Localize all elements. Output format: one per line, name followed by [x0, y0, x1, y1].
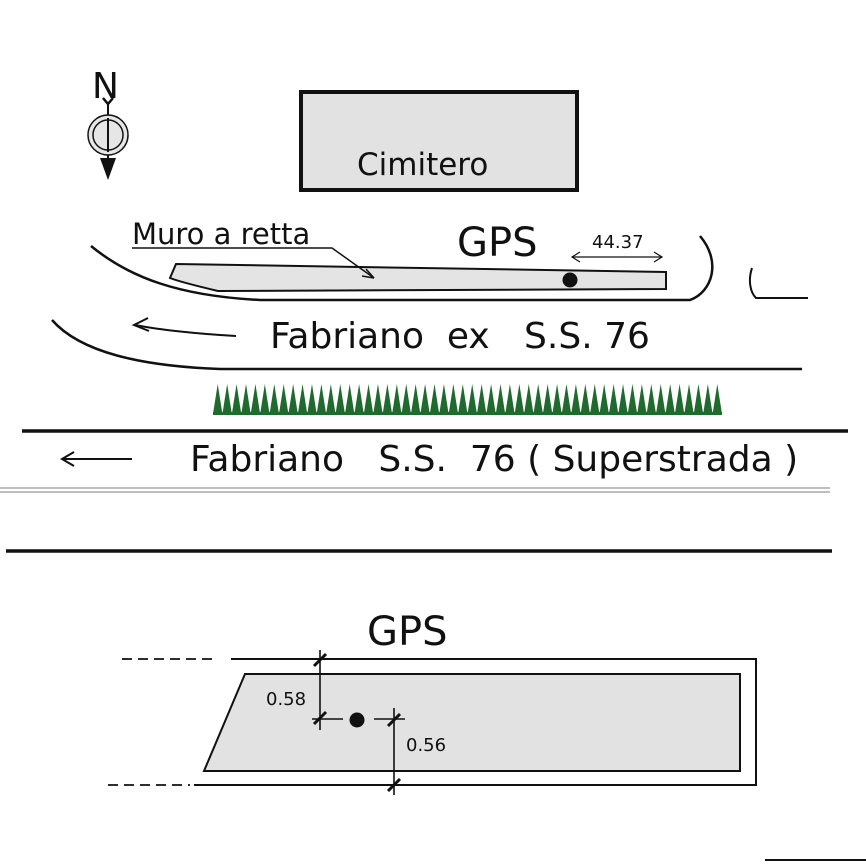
distance-label: 44.37	[592, 232, 644, 253]
hedge-spike	[656, 384, 666, 414]
hedge-spike	[410, 384, 421, 414]
hedge-spike	[288, 384, 298, 414]
retaining-wall	[168, 262, 667, 293]
hedge-spike	[533, 384, 543, 414]
hedge-spike	[599, 384, 609, 414]
hedge-spike	[231, 384, 242, 414]
hedge-spike	[580, 384, 591, 414]
hedge-spike	[222, 384, 232, 414]
distance-dimension: 44.37	[570, 232, 664, 263]
offset-top-label: 0.58	[266, 689, 306, 710]
hedge-spike	[674, 384, 685, 414]
hedge-spike	[448, 384, 459, 414]
hedge-spike	[344, 384, 355, 414]
hedge-spike	[646, 384, 657, 414]
hedge-spike	[213, 384, 223, 414]
hedge-spike	[476, 384, 487, 414]
old-road-label: Fabriano ex S.S. 76	[270, 316, 650, 357]
hedge-spike	[552, 384, 562, 414]
hedge-spike	[316, 384, 327, 414]
hedge-spike	[571, 384, 581, 414]
wall-label: Muro a retta	[132, 217, 310, 251]
hedge-spike	[684, 384, 694, 414]
wall-label-group: Muro a retta	[132, 217, 375, 279]
north-arrow-icon: N	[87, 66, 129, 180]
hedge-spike	[693, 384, 704, 414]
hedge-spike	[514, 384, 525, 414]
hedge-base	[213, 412, 722, 415]
hedge-spike	[326, 384, 336, 414]
hedge-spike	[618, 384, 628, 414]
offset-right-label: 0.56	[406, 735, 446, 756]
highway-label: Fabriano S.S. 76 ( Superstrada )	[190, 439, 798, 480]
hedge-spike	[505, 384, 515, 414]
gps-point-icon	[562, 272, 578, 288]
hedge-spike	[392, 384, 402, 414]
gps-label-detail: GPS	[367, 609, 448, 655]
hedge-spike	[712, 384, 722, 414]
hedge-spike	[429, 384, 440, 414]
direction-arrow-icon	[60, 451, 132, 467]
gps-point-icon	[349, 712, 365, 728]
road-edge-right	[748, 267, 808, 299]
direction-arrow-icon	[131, 317, 237, 337]
hedge-spike	[250, 384, 261, 414]
road-edge-upper	[90, 235, 714, 302]
hedge-spike	[467, 384, 477, 414]
hedge-spike	[439, 384, 449, 414]
old-road-edge-curve	[51, 319, 802, 371]
hedge-spike	[307, 384, 317, 414]
hedge-spike	[458, 384, 468, 414]
hedge-icon	[213, 384, 722, 415]
hedge-spike	[637, 384, 647, 414]
hedge-spike	[297, 384, 308, 414]
hedge-spike	[354, 384, 364, 414]
hedge-spike	[495, 384, 506, 414]
hedge-spike	[524, 384, 534, 414]
detail-outline	[108, 658, 757, 786]
detail-wall	[202, 673, 741, 772]
hedge-spike	[260, 384, 270, 414]
hedge-spike	[420, 384, 430, 414]
hedge-spike	[278, 384, 289, 414]
hedge-spike	[373, 384, 383, 414]
hedge-spike	[608, 384, 619, 414]
detail-dimensions: 0.58 0.56	[266, 650, 446, 795]
hedge-spike	[703, 384, 713, 414]
hedge-spike	[486, 384, 496, 414]
hedge-spike	[401, 384, 411, 414]
cemetery-building: Cimitero	[299, 90, 579, 192]
hedge-spike	[665, 384, 675, 414]
hedge-spike	[241, 384, 251, 414]
hedge-spike	[335, 384, 345, 414]
hedge-spike	[382, 384, 393, 414]
hedge-spike	[627, 384, 638, 414]
hedge-spike	[363, 384, 374, 414]
hedge-spike	[590, 384, 600, 414]
hedge-spike	[542, 384, 553, 414]
hedge-spike	[269, 384, 279, 414]
gps-label-top: GPS	[457, 220, 538, 266]
cemetery-label: Cimitero	[357, 147, 488, 183]
hedge-spike	[561, 384, 572, 414]
